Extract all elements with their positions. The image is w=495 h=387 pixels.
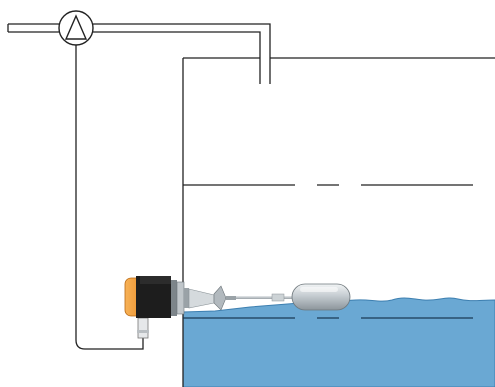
- float-level-switch-icon: [124, 276, 294, 339]
- tank: [182, 57, 495, 387]
- signal-cable: [75, 45, 144, 350]
- pipe: [7, 23, 271, 84]
- liquid: [182, 297, 495, 387]
- stainless-float-icon: [291, 283, 351, 311]
- pump-symbol-icon: [58, 10, 94, 46]
